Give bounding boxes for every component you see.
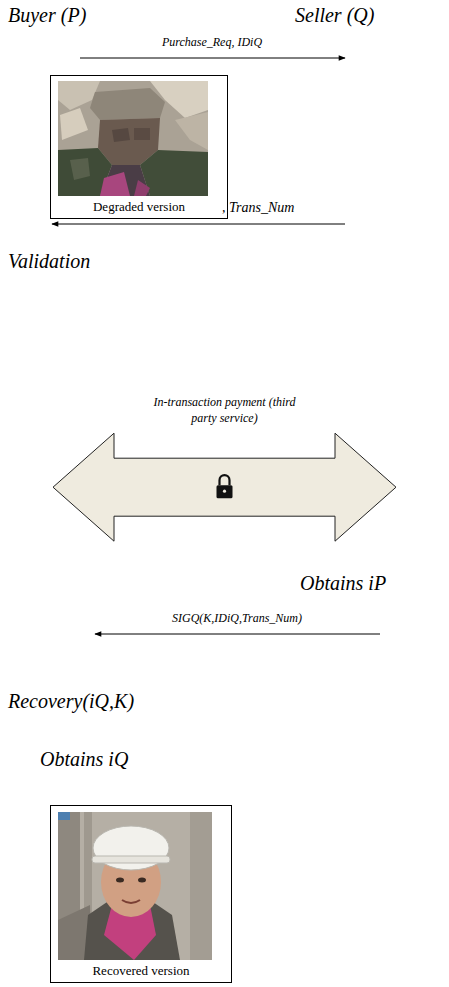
message-label: Recovery(iQ,K) (8, 690, 134, 713)
message-label: Buyer (P) (8, 4, 86, 27)
degraded-picture (58, 81, 208, 196)
recovered-picture (58, 812, 212, 960)
lock-icon (217, 485, 233, 498)
lock-icon (223, 490, 226, 493)
message-arrow (80, 58, 345, 59)
picture-caption: Degraded version (51, 200, 227, 215)
picture-frame: Degraded version (50, 75, 228, 219)
message-label: Obtains iP (300, 572, 386, 595)
payment-label: In-transaction payment (third party serv… (140, 395, 310, 426)
message-label: SIGQ(K,IDiQ,Trans_Num) (172, 612, 302, 626)
message-label: Seller (Q) (295, 4, 374, 27)
lock-icon (220, 475, 230, 485)
payment-double-arrow: In-transaction payment (third party serv… (52, 395, 397, 544)
message-label: Purchase_Req, IDiQ (162, 36, 262, 50)
message-label: , Trans_Num (222, 200, 294, 216)
picture-caption: Recovered version (51, 964, 231, 979)
message-label: Obtains iQ (40, 748, 128, 771)
message-label: Validation (8, 250, 90, 273)
message-arrow (52, 224, 345, 225)
message-arrow (95, 634, 380, 635)
picture-frame: Recovered version (50, 805, 232, 983)
double-arrow-shape (53, 433, 396, 541)
